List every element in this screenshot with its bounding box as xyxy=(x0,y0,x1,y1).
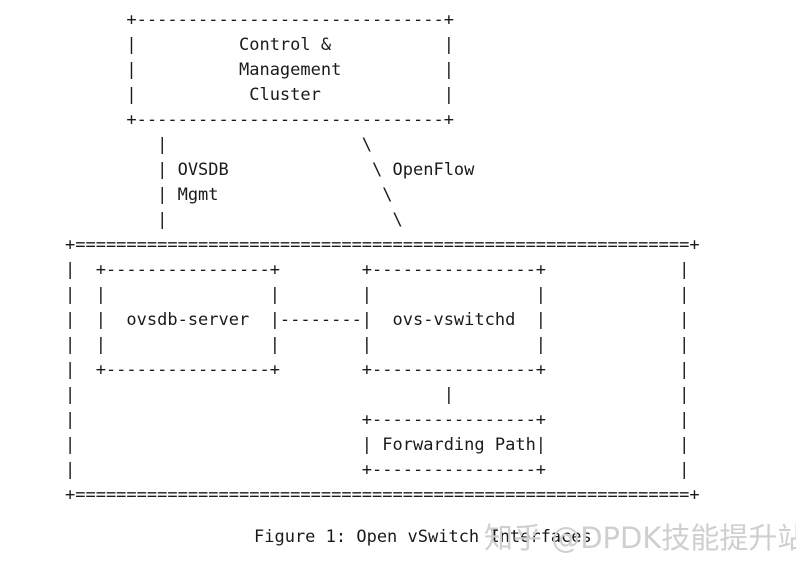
figure-caption: Figure 1: Open vSwitch Interfaces xyxy=(254,527,592,547)
ascii-art-diagram: +------------------------------+ | Contr… xyxy=(65,10,700,505)
